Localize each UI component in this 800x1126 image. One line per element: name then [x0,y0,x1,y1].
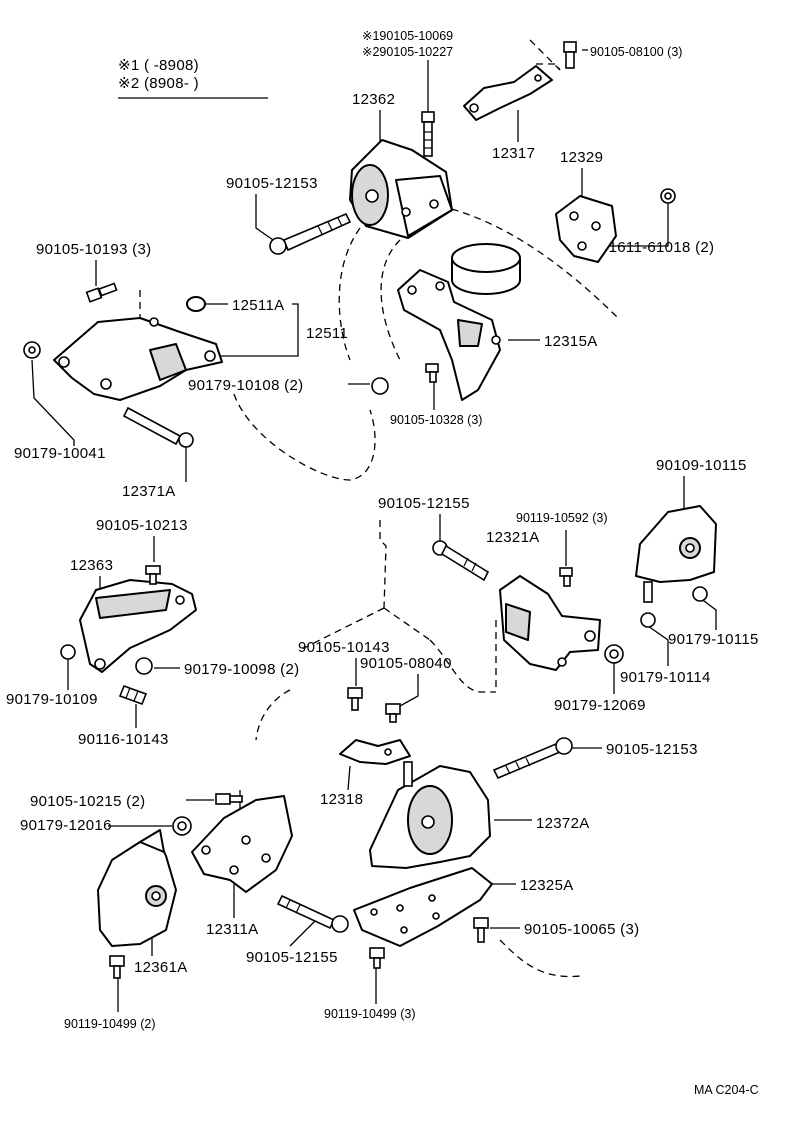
label-12511A: 12511A [232,297,284,314]
part-12371A-mount [635,505,717,603]
label-90179-12016: 90179-12016 [20,817,112,834]
label-90105-10193: 90105-10193 (3) [36,241,151,258]
part-12511-bracket [53,317,223,401]
label-12361A: 12361A [134,959,188,976]
label-90179-12069: 90179-12069 [554,697,646,714]
label-12363: 12363 [70,557,113,574]
bolt-90105-10193 [85,282,118,303]
part-labels: ※190105-10069 ※290105-10227 90105-08100 … [6,29,759,1031]
label-90105-10069: ※190105-10069 [362,29,453,43]
bolt-90109-10115 [122,406,194,448]
nut-90179-10108 [371,377,389,395]
label-90105-12153-top: 90105-12153 [226,175,318,192]
label-90105-10065: 90105-10065 (3) [524,921,639,938]
bolt-90105-08100 [563,41,577,69]
label-12321A: 12321A [486,529,540,546]
label-90179-10115: 90179-10115 [668,631,759,648]
bolt-90105-12153-mid [492,737,573,780]
label-12511: 12511 [306,325,348,342]
nut-90179-12016 [172,816,192,836]
label-90179-10098: 90179-10098 (2) [184,661,299,678]
label-12325A: 12325A [520,877,574,894]
part-12329-bracket [555,195,617,263]
bolt-90105-10065 [473,917,489,943]
nut-90179-10115 [692,586,708,602]
label-12362: 12362 [352,91,395,108]
bolt-90105-10069 [421,111,435,157]
leader-lines [31,49,717,1012]
label-90105-10328: 90105-10328 (3) [390,413,482,427]
part-12361A-mount [97,829,177,947]
legend: ※1 ( -8908) ※2 (8908- ) [118,57,268,99]
bolt-90105-10328 [425,363,439,383]
stud-90116-10143 [118,684,148,706]
label-12371A: 90109-10115 [656,457,747,474]
label-90119-10499-left: 90119-10499 (2) [64,1017,156,1031]
part-12372A-mount [369,761,491,869]
label-90105-10143: 90105-10143 [298,639,390,656]
diagram-code: MA C204-C [694,1083,759,1097]
part-rubber-cylinder [451,243,521,295]
legend-line-2: ※2 (8908- ) [118,75,199,92]
bushing-12511A [186,296,206,312]
nut-90179-12069 [604,644,624,664]
label-12372A: 12372A [536,815,590,832]
nut-91611-61018 [660,188,676,204]
label-12317: 12317 [492,145,535,162]
nut-90179-10109 [60,644,76,660]
bolt-90119-10592 [559,567,573,587]
label-12315A: 12315A [544,333,598,350]
label-90105-12153-mid: 90105-12153 [606,741,698,758]
label-91611-61018: 91611-61018 (2) [600,239,714,256]
nut-90179-10114 [640,612,656,628]
label-90105-12155-mid: 90105-12155 [378,495,470,512]
bolt-90105-10143 [347,687,363,711]
label-90105-10215: 90105-10215 (2) [30,793,145,810]
label-90179-10041: 90179-10041 [14,445,106,462]
label-90116-10143: 90116-10143 [78,731,169,748]
bolt-90119-10499-bottom [369,947,385,969]
bolt-90105-12155-mid [432,540,490,582]
part-12317-bracket [463,65,553,121]
label-90119-10592: 90119-10592 (3) [516,511,608,525]
label-90105-10213: 90105-10213 [96,517,188,534]
label-90119-10499-bottom: 90119-10499 (3) [324,1007,416,1021]
legend-line-1: ※1 ( -8908) [118,57,199,74]
part-12321A-bracket [499,575,601,671]
part-12362-engine-mount [349,139,453,239]
label-90179-10109: 90179-10109 [6,691,98,708]
bolt-90119-10499-left [109,955,125,979]
part-12318-plate [339,739,411,765]
label-90179-10108: 90179-10108 (2) [188,377,303,394]
label-90179-10114: 90179-10114 [620,669,711,686]
nut-90179-10041 [23,341,41,359]
bolt-90105-08040 [385,703,401,723]
label-12329: 12329 [560,149,603,166]
nut-90179-10098 [135,657,153,675]
bolt-90105-12153-top [269,212,352,255]
label-90109-10115: 12371A [122,483,176,500]
part-12363-mount [79,579,197,673]
label-90105-12155-bottom: 90105-12155 [246,949,338,966]
bolt-90105-12155-bottom [276,894,349,933]
assembly-dashed-lines [139,39,621,978]
label-90105-08100: 90105-08100 (3) [590,45,682,59]
part-12325A-plate [353,867,493,947]
label-90105-10227: ※290105-10227 [362,45,453,59]
label-90105-08040: 90105-08040 [360,655,452,672]
part-12315A-bracket [397,269,501,401]
bolt-90105-10215 [215,793,243,805]
label-12311A: 12311A [206,921,258,938]
label-12318: 12318 [320,791,363,808]
bolt-90105-10213 [145,565,161,585]
part-12311A-bracket [191,795,293,893]
